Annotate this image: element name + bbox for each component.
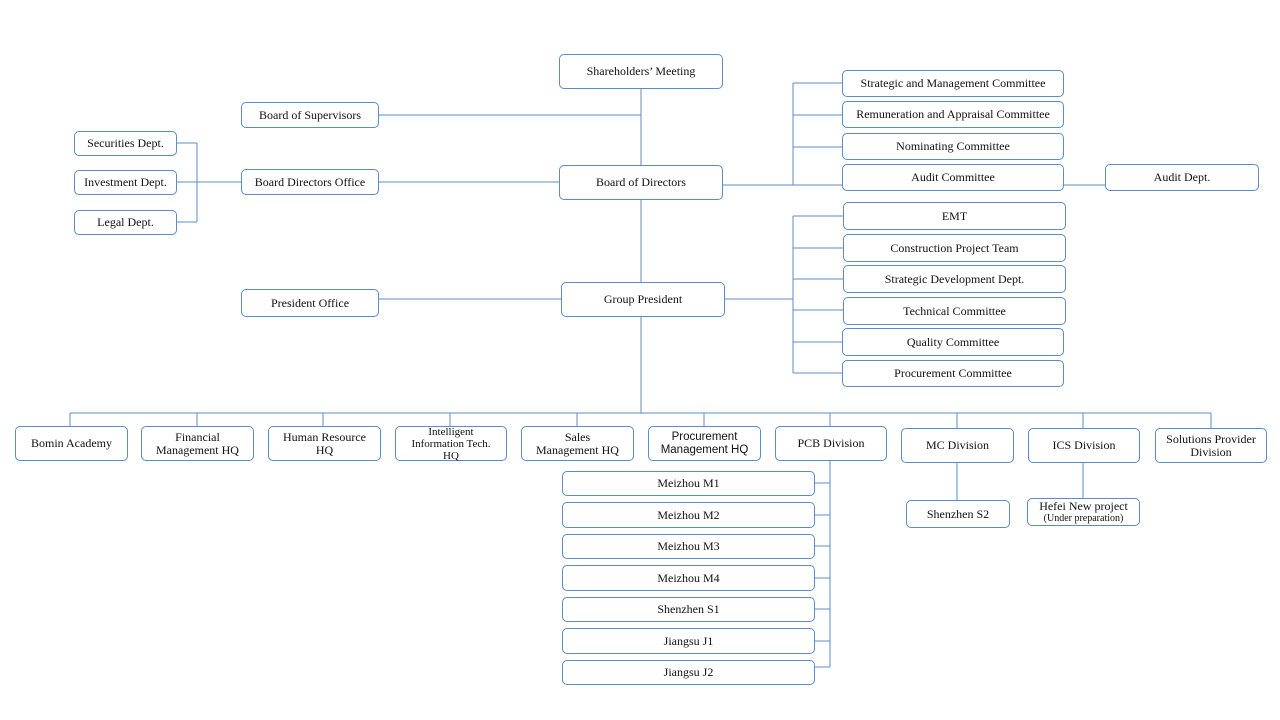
intelligent-information-tech-hq-box: Intelligent Information Tech. HQ: [395, 426, 507, 462]
audit-committee-box: Audit Committee: [842, 164, 1064, 191]
meizhou-m4-box: Meizhou M4: [562, 565, 815, 591]
hefei-project-label: Hefei New project: [1039, 499, 1128, 513]
pcb-division-box: PCB Division: [775, 426, 887, 461]
procurement-committee-box: Procurement Committee: [842, 360, 1064, 387]
board-of-supervisors-box: Board of Supervisors: [241, 102, 379, 128]
president-office-box: President Office: [241, 289, 379, 317]
group-president-box: Group President: [561, 282, 725, 317]
hefei-project-note: (Under preparation): [1043, 513, 1124, 524]
sales-management-hq-box: Sales Management HQ: [521, 426, 634, 461]
jiangsu-j2-box: Jiangsu J2: [562, 660, 815, 685]
securities-dept-box: Securities Dept.: [74, 131, 177, 156]
remuneration-committee-box: Remuneration and Appraisal Committee: [842, 101, 1064, 128]
construction-project-team-box: Construction Project Team: [843, 234, 1066, 262]
emt-box: EMT: [843, 202, 1066, 230]
meizhou-m3-box: Meizhou M3: [562, 534, 815, 559]
strategic-development-dept-box: Strategic Development Dept.: [843, 265, 1066, 293]
bomin-academy-box: Bomin Academy: [15, 426, 128, 461]
quality-committee-box: Quality Committee: [842, 328, 1064, 356]
board-directors-office-box: Board Directors Office: [241, 169, 379, 195]
audit-dept-box: Audit Dept.: [1105, 164, 1259, 191]
meizhou-m2-box: Meizhou M2: [562, 502, 815, 528]
strategic-management-committee-box: Strategic and Management Committee: [842, 70, 1064, 97]
investment-dept-box: Investment Dept.: [74, 170, 177, 195]
ics-division-box: ICS Division: [1028, 428, 1140, 463]
human-resource-hq-box: Human Resource HQ: [268, 426, 381, 461]
jiangsu-j1-box: Jiangsu J1: [562, 628, 815, 654]
meizhou-m1-box: Meizhou M1: [562, 471, 815, 496]
shenzhen-s2-box: Shenzhen S2: [906, 500, 1010, 528]
procurement-management-hq-box: Procurement Management HQ: [648, 426, 761, 461]
mc-division-box: MC Division: [901, 428, 1014, 463]
technical-committee-box: Technical Committee: [843, 297, 1066, 325]
board-of-directors-box: Board of Directors: [559, 165, 723, 200]
hefei-new-project-box: Hefei New project (Under preparation): [1027, 498, 1140, 526]
shenzhen-s1-box: Shenzhen S1: [562, 597, 815, 622]
nominating-committee-box: Nominating Committee: [842, 133, 1064, 160]
financial-management-hq-box: Financial Management HQ: [141, 426, 254, 461]
solutions-provider-division-box: Solutions Provider Division: [1155, 428, 1267, 463]
shareholders-meeting-box: Shareholders’ Meeting: [559, 54, 723, 89]
legal-dept-box: Legal Dept.: [74, 210, 177, 235]
